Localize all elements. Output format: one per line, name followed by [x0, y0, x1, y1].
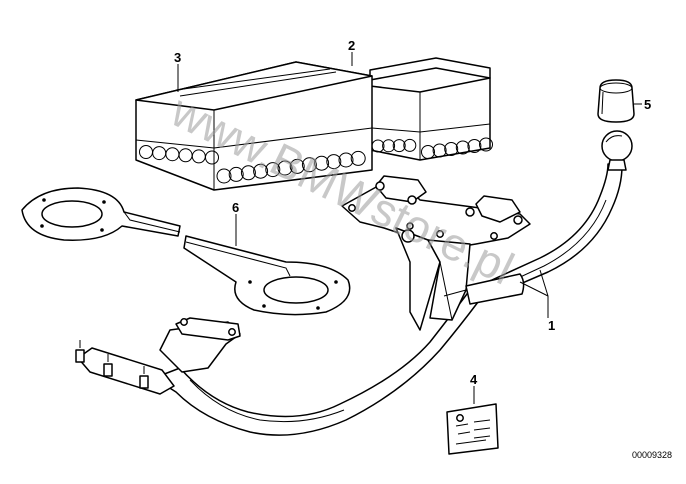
foam-cell: [240, 165, 256, 181]
diagram-code: 00009328: [632, 450, 672, 460]
foam-cell: [382, 139, 396, 153]
callout-1: 1: [548, 318, 555, 333]
part-5-ball-cap: [597, 79, 635, 123]
callout-4: 4: [470, 372, 478, 387]
part-3-filler-box: [135, 61, 373, 191]
callout-6: 6: [232, 200, 239, 215]
foam-cell: [301, 157, 317, 173]
foam-cell: [455, 140, 470, 155]
foam-cell: [265, 162, 281, 178]
foam-cell: [205, 150, 219, 165]
foam-cell: [253, 163, 269, 179]
part-6-reinforcement-plates: [21, 187, 351, 316]
foam-cell: [216, 168, 232, 184]
callout-3: 3: [174, 50, 181, 65]
foam-cell: [392, 139, 406, 153]
part-2-filler-box: [369, 57, 493, 161]
foam-cell: [338, 152, 354, 168]
foam-cell: [314, 155, 330, 171]
foam-cell: [289, 158, 305, 174]
leader-lines: [177, 52, 642, 404]
callout-2: 2: [348, 38, 355, 53]
part-3-foam-cells: [139, 145, 366, 184]
callout-5: 5: [644, 97, 651, 112]
foam-cell: [467, 139, 482, 153]
foam-cell: [479, 137, 493, 152]
foam-cell: [421, 145, 435, 159]
foam-cell: [277, 160, 293, 176]
part-2-foam-cells: [371, 137, 493, 159]
part-4-label-plate: [446, 403, 499, 455]
foam-cell: [326, 154, 342, 170]
foam-cell: [444, 142, 459, 156]
foam-cell: [432, 143, 447, 158]
foam-cell: [403, 138, 417, 152]
part-1-tow-hitch: [75, 130, 633, 436]
foam-cell: [350, 150, 366, 166]
foam-cell: [228, 166, 244, 182]
